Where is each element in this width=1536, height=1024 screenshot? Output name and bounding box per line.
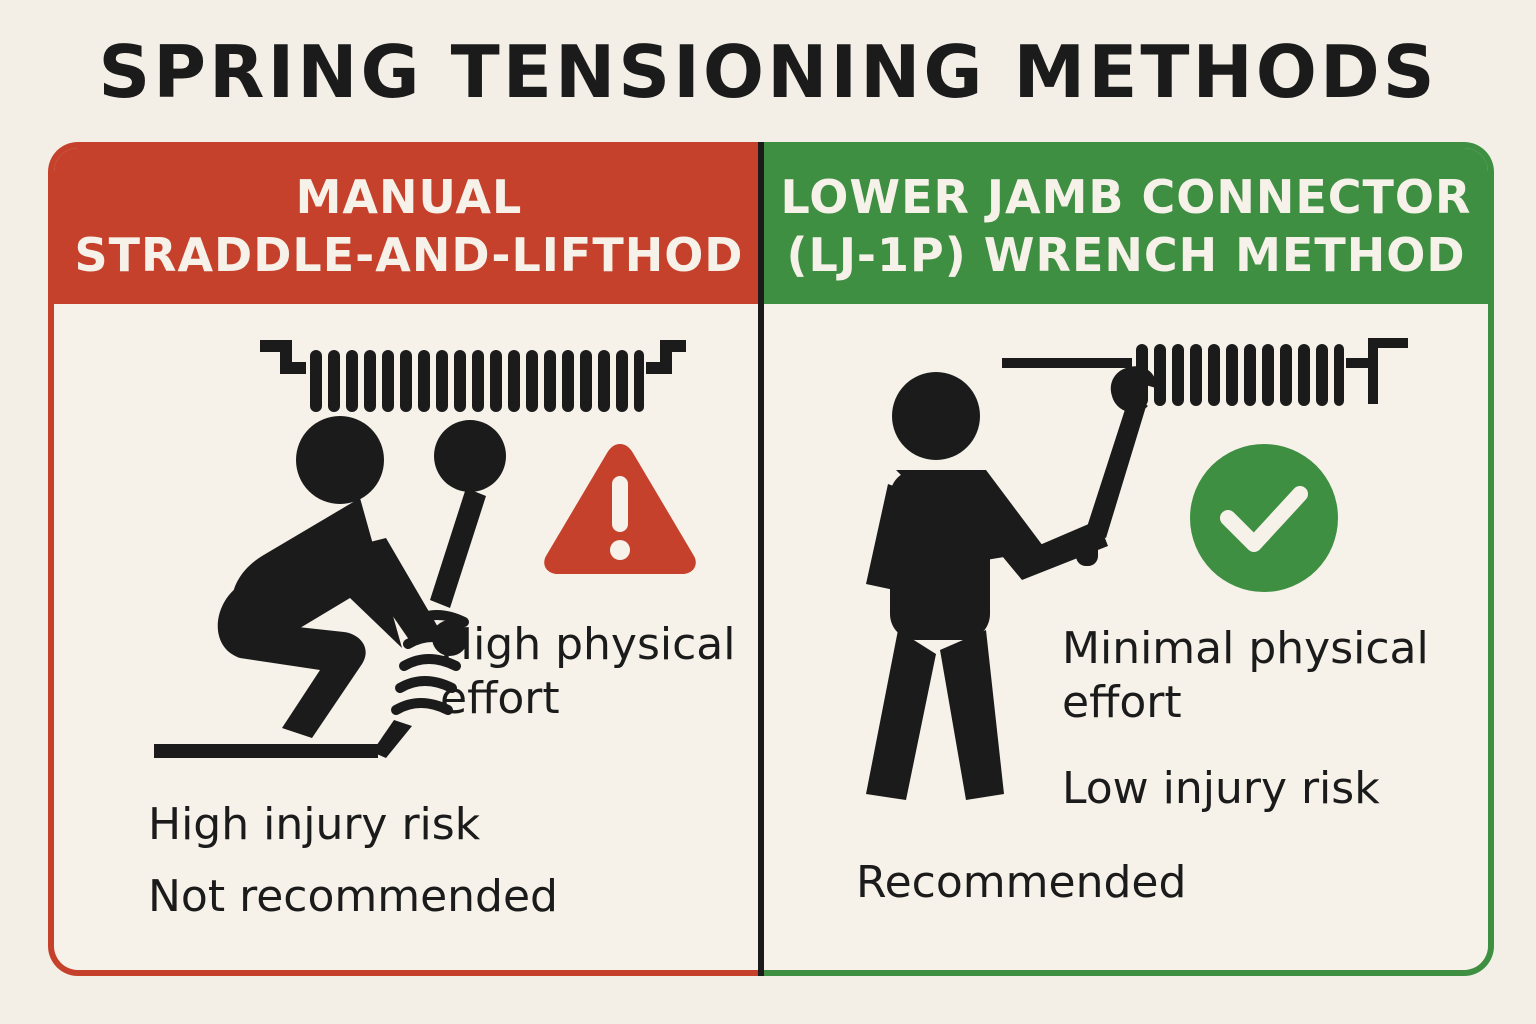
- manual-recommendation-text: Not recommended: [148, 871, 558, 922]
- page-title: SPRING TENSIONING METHODS: [98, 30, 1438, 114]
- floor-base: [154, 744, 378, 758]
- wrench-effort-line1: Minimal physical: [1062, 623, 1429, 674]
- torsion-spring-icon: [260, 340, 686, 412]
- manual-header-line1: MANUAL: [295, 170, 523, 224]
- wrench-method-header: LOWER JAMB CONNECTOR (LJ-1P) WRENCH METH…: [764, 148, 1488, 304]
- warning-triangle-icon: [544, 444, 696, 574]
- checkmark-circle-icon: [1190, 444, 1338, 592]
- manual-effort-text: High physical effort: [440, 618, 736, 726]
- manual-risk-text: High injury risk: [148, 799, 481, 850]
- panel-divider: [758, 142, 766, 976]
- manual-header-line2: STRADDLE-AND-LIFTHOD: [74, 228, 744, 282]
- standing-worker-figure: [866, 366, 1157, 800]
- wrench-risk-text: Low injury risk: [1062, 763, 1380, 814]
- manual-method-panel: MANUAL STRADDLE-AND-LIFTHOD: [48, 142, 764, 976]
- wrench-method-panel: LOWER JAMB CONNECTOR (LJ-1P) WRENCH METH…: [764, 142, 1494, 976]
- straddling-worker-figure: [217, 416, 506, 758]
- wrench-recommendation-text: Recommended: [856, 857, 1187, 908]
- wrench-header-line1: LOWER JAMB CONNECTOR: [780, 170, 1472, 224]
- wrench-header-line2: (LJ-1P) WRENCH METHOD: [786, 228, 1466, 282]
- manual-method-header: MANUAL STRADDLE-AND-LIFTHOD: [54, 148, 764, 304]
- manual-effort-line1: High physical: [440, 619, 736, 670]
- wrench-effort-text: Minimal physical effort: [1062, 622, 1429, 730]
- manual-effort-line2: effort: [440, 673, 560, 724]
- wrench-effort-line2: effort: [1062, 677, 1182, 728]
- torsion-spring-with-bar-icon: [1002, 338, 1408, 406]
